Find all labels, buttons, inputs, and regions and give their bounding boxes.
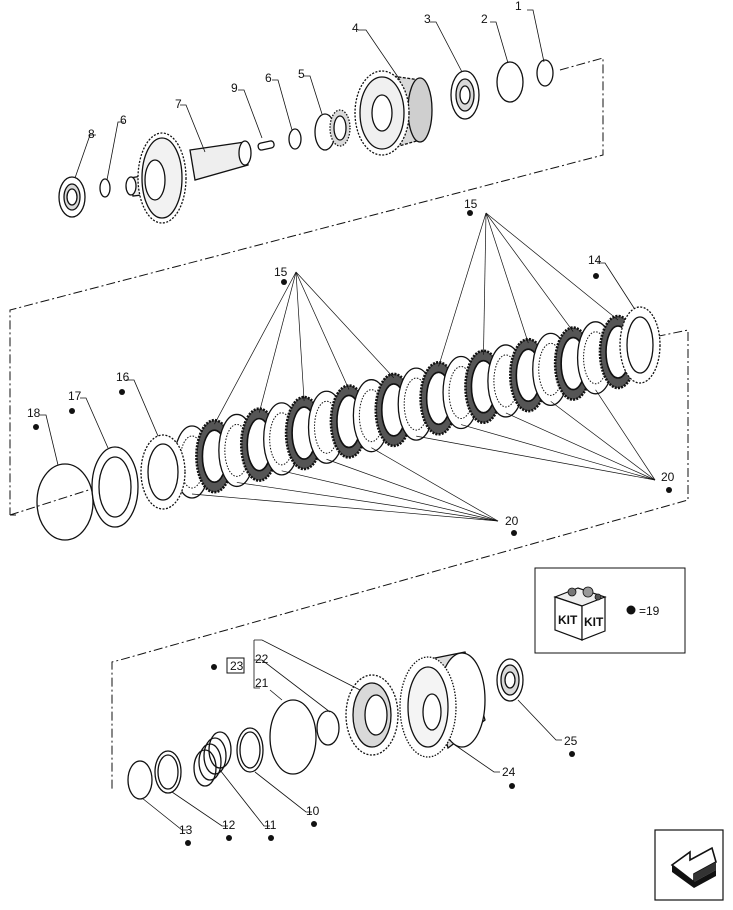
callout-15-right[interactable]: 15	[464, 197, 478, 211]
callout-16[interactable]: 16	[116, 370, 130, 384]
callout-17[interactable]: 17	[68, 389, 82, 403]
assembly-outlines	[9, 57, 689, 790]
kit-bullet-dot	[626, 605, 636, 615]
arrow-down-left-icon	[670, 846, 717, 888]
callout-20-bottom[interactable]: 20	[505, 514, 519, 528]
callout-11[interactable]: 11	[264, 818, 277, 832]
lower-leaders	[33, 210, 672, 846]
part-4-gear[interactable]	[354, 70, 433, 156]
part-7-gear-shaft[interactable]	[125, 132, 252, 224]
kit-label-right: KIT	[584, 615, 604, 629]
part-8-bearing[interactable]	[58, 176, 86, 218]
part-5-needle-bearing[interactable]	[314, 109, 351, 151]
leader-lines	[40, 9, 635, 466]
part-22-o-ring[interactable]	[316, 710, 340, 746]
callout-18[interactable]: 18	[27, 406, 41, 420]
callout-13[interactable]: 13	[179, 823, 193, 837]
callout-23[interactable]: 23	[230, 659, 244, 673]
callout-20-right[interactable]: 20	[661, 470, 675, 484]
kit-box-icon: KIT KIT	[553, 586, 607, 641]
callout-6-right[interactable]: 6	[265, 71, 272, 85]
callout-24[interactable]: 24	[502, 765, 516, 779]
callout-22[interactable]: 22	[255, 652, 269, 666]
part-21-o-ring[interactable]	[269, 699, 317, 775]
kit-label-left: KIT	[558, 613, 578, 627]
part-18-o-ring[interactable]	[36, 463, 94, 541]
callout-2[interactable]: 2	[481, 12, 488, 26]
callout-21[interactable]: 21	[255, 676, 269, 690]
part-1-snap-ring[interactable]	[536, 59, 554, 87]
part-3-bearing[interactable]	[450, 70, 480, 120]
part-14-pressure-plate[interactable]	[619, 306, 661, 384]
part-25-bearing[interactable]	[496, 658, 524, 702]
part-13-snap-ring[interactable]	[127, 760, 153, 800]
callout-5[interactable]: 5	[298, 67, 305, 81]
part-11-spring[interactable]	[193, 731, 232, 787]
callout-4[interactable]: 4	[352, 21, 359, 35]
part-16-end-plate[interactable]	[140, 434, 186, 510]
callout-3[interactable]: 3	[424, 12, 431, 26]
part-2-snap-ring[interactable]	[496, 61, 524, 103]
part-17-plate[interactable]	[91, 446, 139, 528]
callout-25[interactable]: 25	[564, 734, 578, 748]
part-piston[interactable]	[345, 674, 399, 756]
callout-12[interactable]: 12	[222, 818, 236, 832]
clutch-pack	[173, 212, 656, 522]
part-12-washer[interactable]	[154, 750, 182, 794]
part-6-ring-right[interactable]	[288, 128, 302, 150]
callout-9[interactable]: 9	[231, 81, 238, 95]
callout-8[interactable]: 8	[88, 127, 95, 141]
callout-15-left[interactable]: 15	[274, 265, 288, 279]
nav-arrow-button[interactable]	[654, 829, 724, 901]
part-24-clutch-drum[interactable]	[399, 651, 486, 758]
callout-7[interactable]: 7	[175, 97, 182, 111]
callout-labels: 1 2 3 4 5 6 9 7 6 8 15 15 14 16 17 18 20…	[27, 0, 675, 837]
callout-6-left[interactable]: 6	[120, 113, 127, 127]
part-9-pin[interactable]	[257, 140, 275, 151]
callout-14[interactable]: 14	[588, 253, 602, 267]
clutch-leader-lines	[191, 212, 656, 522]
piston-group	[127, 651, 524, 800]
shaft-group	[58, 59, 554, 224]
part-10-ring[interactable]	[236, 727, 264, 773]
part-6-ring-left[interactable]	[99, 178, 111, 198]
kit-equals-19: =19	[639, 604, 660, 618]
kit-legend: KIT KIT =19	[534, 567, 686, 654]
callout-10[interactable]: 10	[306, 804, 320, 818]
callout-1[interactable]: 1	[515, 0, 522, 13]
